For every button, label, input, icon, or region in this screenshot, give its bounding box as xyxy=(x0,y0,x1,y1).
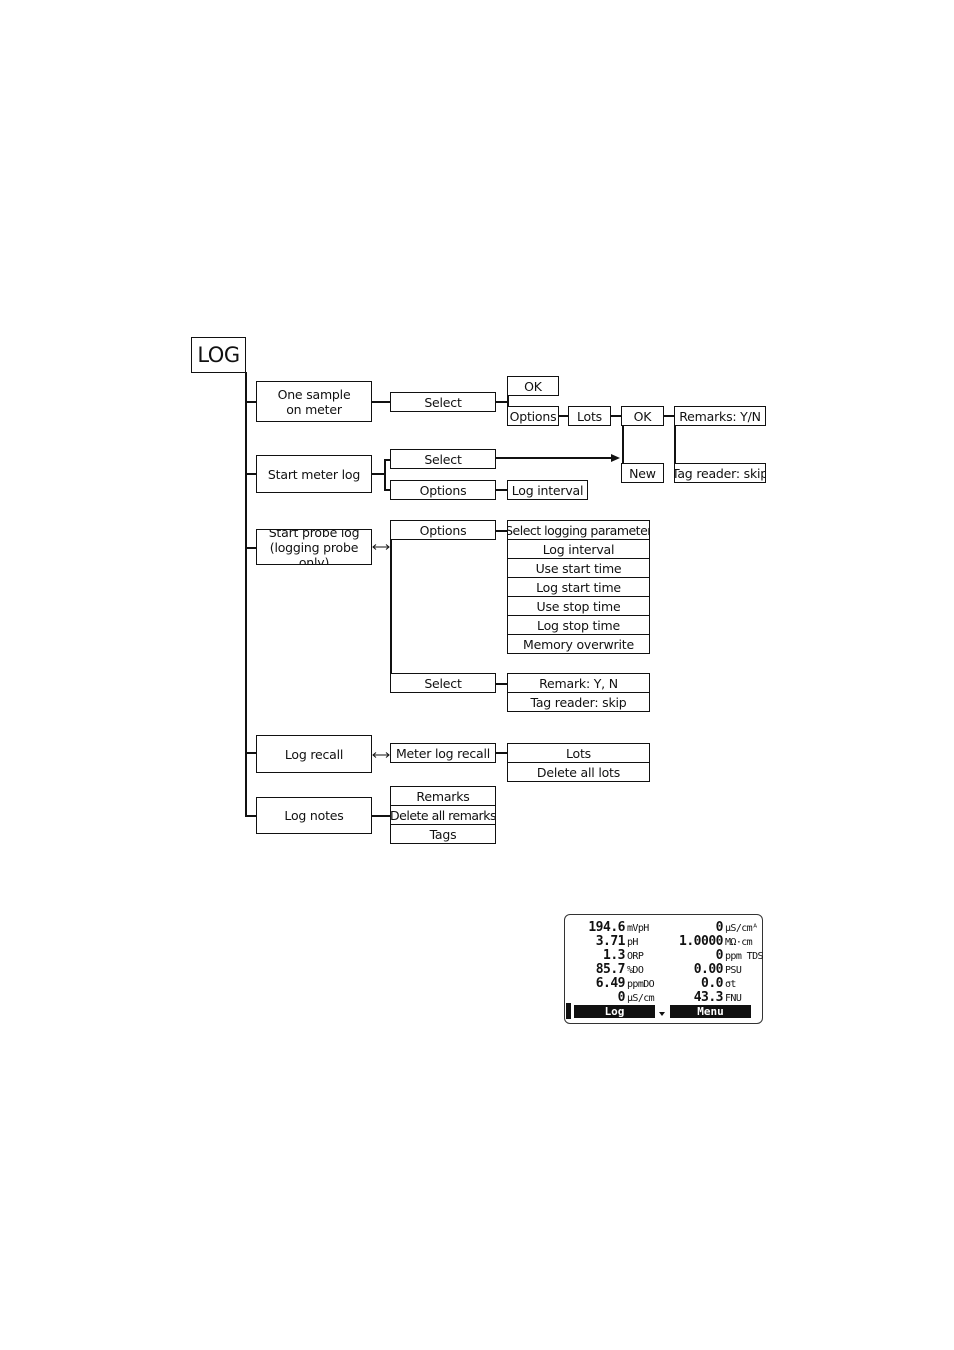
probe-option-item: Use start time xyxy=(507,558,650,578)
log-notes-node: Log notes xyxy=(256,797,372,834)
remarks-yn-node: Remarks: Y/N xyxy=(674,406,766,426)
reading-unit: µS/cmᴬ xyxy=(725,923,758,934)
reading-unit: FNU xyxy=(725,993,742,1004)
start-probe-log-options-node: Options xyxy=(390,520,496,540)
connector xyxy=(390,530,392,683)
log-notes-item: Remarks xyxy=(390,786,496,806)
arrow-down-icon xyxy=(659,1012,665,1016)
connector xyxy=(371,815,391,817)
reading-value: 0 xyxy=(617,990,626,1005)
start-meter-log-node: Start meter log xyxy=(256,455,372,493)
start-probe-log-select-node: Select xyxy=(390,673,496,693)
connector xyxy=(495,530,508,532)
reading-unit: µS/cm xyxy=(627,993,655,1004)
reading-value: 6.49 xyxy=(595,976,626,991)
connector xyxy=(245,401,257,403)
probe-option-item: Log interval xyxy=(507,539,650,559)
probe-option-item: Log stop time xyxy=(507,615,650,635)
connector xyxy=(495,489,508,491)
connector xyxy=(245,752,257,754)
reading-unit: σt xyxy=(725,979,736,990)
lots-new-node: New xyxy=(621,463,664,483)
log-root-node: LOG xyxy=(191,337,246,373)
one-sample-node: One sample on meter xyxy=(256,381,372,422)
reading-unit: ORP xyxy=(627,951,644,962)
meter-log-recall-node: Meter log recall xyxy=(390,743,496,763)
reading-value: 1.3 xyxy=(603,948,625,963)
probe-option-item: Select logging parameter xyxy=(507,520,650,540)
reading-value: 43.3 xyxy=(693,990,724,1005)
connector xyxy=(622,415,624,471)
reading-unit: ppmDO xyxy=(627,979,655,990)
connector xyxy=(245,473,257,475)
reading-value: 0 xyxy=(715,948,724,963)
arrow-right-icon xyxy=(611,454,620,462)
reading-unit: MΩ·cm xyxy=(725,937,753,948)
probe-select-item: Remark: Y, N xyxy=(507,673,650,693)
connector xyxy=(495,457,611,459)
reading-value: 85.7 xyxy=(595,962,626,977)
connector xyxy=(674,425,676,465)
connector xyxy=(507,386,509,416)
log-interval-node: Log interval xyxy=(507,480,588,500)
reading-unit: PSU xyxy=(725,965,742,976)
connector xyxy=(495,683,508,685)
reading-value: 0.00 xyxy=(693,962,724,977)
connector xyxy=(371,473,385,475)
lots-ok-node: OK xyxy=(621,406,664,426)
log-notes-item: Tags xyxy=(390,824,496,844)
reading-unit: mVpH xyxy=(627,923,649,934)
probe-option-item: Memory overwrite xyxy=(507,634,650,654)
connector xyxy=(245,372,247,816)
reading-unit: pH xyxy=(627,937,638,948)
one-sample-select-node: Select xyxy=(390,392,496,412)
bidirectional-arrow-icon xyxy=(372,536,390,550)
reading-unit: %DO xyxy=(627,965,644,976)
connector xyxy=(245,815,257,817)
log-softkey[interactable]: Log xyxy=(574,1005,655,1018)
lots-node: Lots xyxy=(568,406,611,426)
log-recall-item: Delete all lots xyxy=(507,762,650,782)
log-recall-item: Lots xyxy=(507,743,650,763)
reading-value: 3.71 xyxy=(595,934,626,949)
start-probe-log-node: Start probe log (logging probe only) xyxy=(256,529,372,565)
menu-softkey[interactable]: Menu xyxy=(670,1005,751,1018)
log-notes-item: Delete all remarks xyxy=(390,805,496,825)
connector xyxy=(371,401,391,403)
one-sample-options-node: Options xyxy=(507,406,559,426)
reading-value: 0 xyxy=(715,920,724,935)
connector xyxy=(384,489,391,491)
probe-select-item: Tag reader: skip xyxy=(507,692,650,712)
connector xyxy=(384,459,391,461)
reading-value: 1.0000 xyxy=(679,934,723,949)
start-meter-log-select-node: Select xyxy=(390,449,496,469)
reading-unit: ppm TDS xyxy=(725,951,764,962)
reading-value: 0.0 xyxy=(701,976,723,991)
tag-reader-node: Tag reader: skip xyxy=(674,463,766,483)
battery-icon xyxy=(566,1003,571,1019)
bidirectional-arrow-icon xyxy=(372,744,390,758)
probe-option-item: Use stop time xyxy=(507,596,650,616)
start-meter-log-options-node: Options xyxy=(390,480,496,500)
probe-option-item: Log start time xyxy=(507,577,650,597)
reading-value: 194.6 xyxy=(588,920,625,935)
connector xyxy=(610,415,622,417)
log-recall-node: Log recall xyxy=(256,735,372,773)
connector xyxy=(495,752,508,754)
one-sample-ok-node: OK xyxy=(507,376,559,396)
connector xyxy=(495,401,507,403)
connector xyxy=(245,547,257,549)
connector xyxy=(557,415,569,417)
connector xyxy=(663,415,675,417)
connector xyxy=(384,459,386,490)
